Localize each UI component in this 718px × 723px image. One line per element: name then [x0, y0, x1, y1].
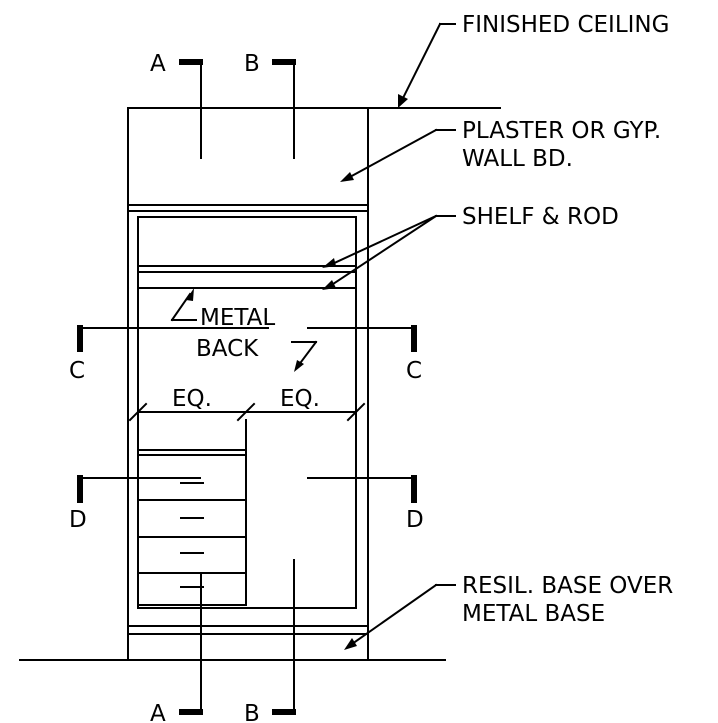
section-d-left-label: D: [69, 507, 87, 533]
section-b-bottom-marker: [272, 559, 296, 715]
section-c-right-marker: [307, 325, 417, 352]
metal-back-leaders: [170, 288, 318, 372]
drawer-unit: [137, 419, 247, 606]
section-a-bottom-label: A: [150, 701, 166, 723]
metal-back-label-line2: BACK: [196, 336, 259, 362]
section-c-right-label: C: [406, 358, 422, 384]
resil-base-label-line2: METAL BASE: [462, 601, 605, 627]
metal-back-label-line1: METAL: [200, 305, 275, 331]
section-a-top-label: A: [150, 51, 166, 77]
section-d-left-marker: [77, 475, 201, 503]
resil-base-label-line1: RESIL. BASE OVER: [462, 573, 673, 599]
dimension-left-label: EQ.: [172, 386, 212, 412]
resil-base-leader: [344, 583, 456, 650]
dimension-right-label: EQ.: [280, 386, 320, 412]
finished-ceiling-label: FINISHED CEILING: [462, 12, 669, 38]
finished-ceiling-leader: [398, 22, 456, 108]
plaster-label-line1: PLASTER OR GYP.: [462, 118, 661, 144]
section-c-left-marker: [77, 325, 269, 352]
section-b-top-label: B: [244, 51, 260, 77]
plaster-label-line2: WALL BD.: [462, 146, 573, 172]
section-b-bottom-label: B: [244, 701, 260, 723]
section-a-top-marker: [179, 59, 203, 159]
section-c-left-label: C: [69, 358, 85, 384]
dimension-eq: [128, 402, 366, 422]
section-a-bottom-marker: [179, 572, 203, 715]
section-b-top-marker: [272, 59, 296, 159]
section-d-right-marker: [307, 475, 417, 503]
shelf-rod-label: SHELF & ROD: [462, 204, 619, 230]
shelf-rod-leader: [322, 214, 456, 290]
plaster-leader: [340, 128, 456, 182]
closet-outer-frame: [127, 107, 369, 661]
section-d-right-label: D: [406, 507, 424, 533]
